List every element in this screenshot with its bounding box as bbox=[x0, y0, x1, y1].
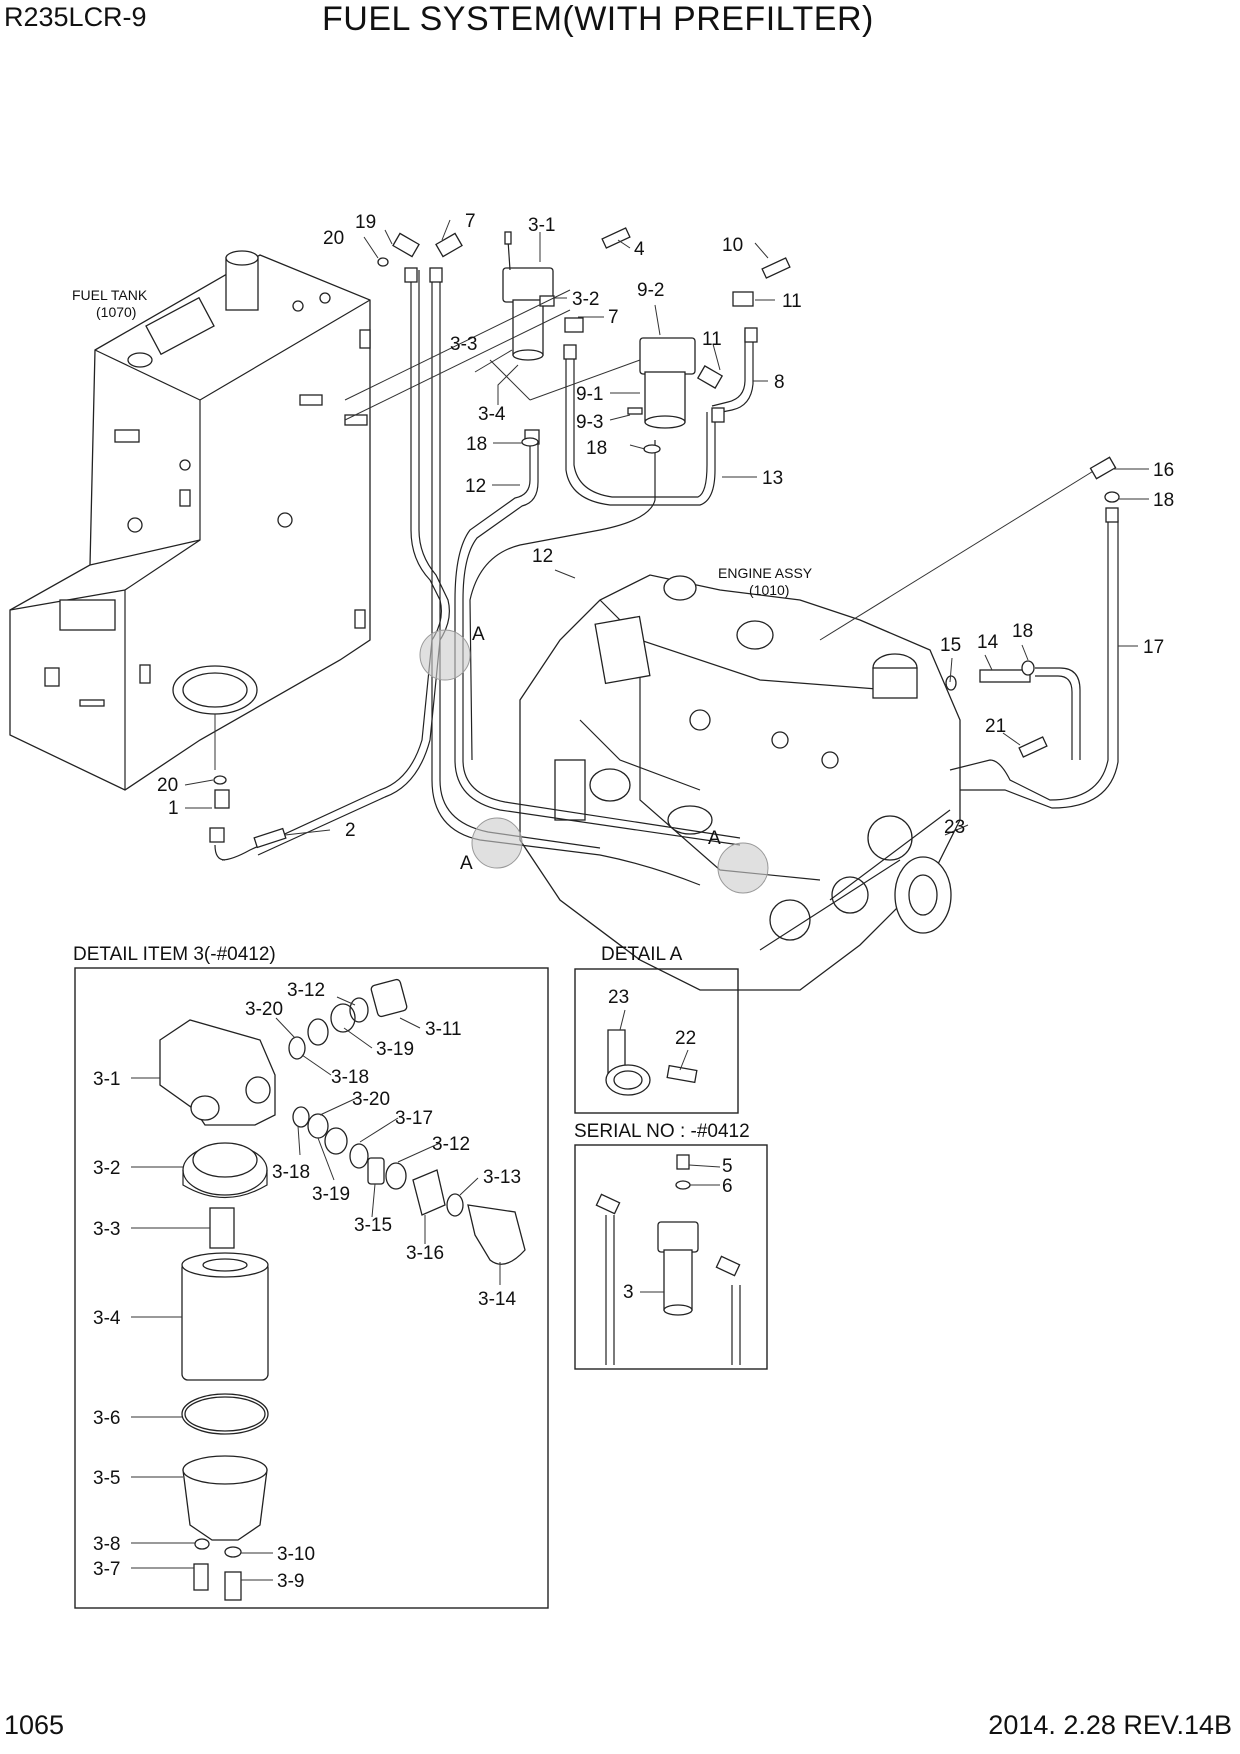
detail-a-title: DETAIL A bbox=[601, 944, 683, 965]
callout-1: 1 bbox=[168, 798, 179, 819]
callout-11a: 11 bbox=[782, 291, 802, 312]
d3-callout-3-19b: 3-19 bbox=[312, 1184, 350, 1205]
callout-7b: 7 bbox=[608, 307, 619, 328]
callout-14: 14 bbox=[977, 632, 999, 653]
d3-callout-3-18a: 3-18 bbox=[331, 1067, 369, 1088]
callout-19: 19 bbox=[355, 212, 376, 233]
d3-callout-3-20a: 3-20 bbox=[245, 999, 283, 1020]
callout-a1: A bbox=[472, 624, 485, 645]
d3-callout-3-4: 3-4 bbox=[93, 1308, 121, 1329]
callout-18b: 18 bbox=[586, 438, 607, 459]
d3-callout-3-5: 3-5 bbox=[93, 1468, 120, 1489]
callout-18d: 18 bbox=[1012, 621, 1033, 642]
fuel-tank: FUEL TANK (1070) bbox=[9, 250, 371, 791]
d3-callout-3-1: 3-1 bbox=[93, 1069, 120, 1090]
model-number: R235LCR-9 bbox=[4, 2, 147, 32]
serial-callout-5: 5 bbox=[722, 1156, 733, 1177]
callout-18a: 18 bbox=[466, 434, 487, 455]
fittings bbox=[209, 227, 1120, 861]
callout-9-3: 9-3 bbox=[576, 412, 603, 433]
callout-23: 23 bbox=[944, 817, 965, 838]
serial-detail-title: SERIAL NO : -#0412 bbox=[574, 1121, 750, 1142]
callout-3-4: 3-4 bbox=[478, 404, 506, 425]
callout-20b: 20 bbox=[157, 775, 178, 796]
d3-callout-3-14: 3-14 bbox=[478, 1289, 516, 1310]
fuel-tank-label: FUEL TANK bbox=[72, 287, 148, 303]
callout-9-2: 9-2 bbox=[637, 280, 664, 301]
d3-callout-3-8: 3-8 bbox=[93, 1534, 120, 1555]
d3-callout-3-13: 3-13 bbox=[483, 1167, 521, 1188]
fuel-filter bbox=[502, 231, 555, 361]
d3-callout-3-12b: 3-12 bbox=[432, 1134, 470, 1155]
callout-16: 16 bbox=[1153, 460, 1174, 481]
serial-detail-panel: SERIAL NO : -#0412 5 6 3 bbox=[574, 1121, 768, 1370]
revision-date: 2014. 2.28 REV.14B bbox=[988, 1710, 1232, 1740]
callout-21: 21 bbox=[985, 716, 1006, 737]
d3-callout-3-17: 3-17 bbox=[395, 1108, 433, 1129]
callout-3-2: 3-2 bbox=[572, 289, 599, 310]
callout-12a: 12 bbox=[465, 476, 486, 497]
d3-callout-3-11: 3-11 bbox=[425, 1019, 462, 1040]
d3-callout-3-12a: 3-12 bbox=[287, 980, 325, 1001]
callout-15: 15 bbox=[940, 635, 961, 656]
callout-3-1: 3-1 bbox=[528, 215, 555, 236]
callout-a3: A bbox=[708, 828, 721, 849]
d3-callout-3-6: 3-6 bbox=[93, 1408, 120, 1429]
callout-8: 8 bbox=[774, 372, 785, 393]
callout-17: 17 bbox=[1143, 637, 1164, 658]
detail-item-3-title: DETAIL ITEM 3(-#0412) bbox=[73, 944, 276, 965]
callout-3-3: 3-3 bbox=[450, 334, 477, 355]
callout-7a: 7 bbox=[465, 211, 476, 232]
d3-callout-3-3: 3-3 bbox=[93, 1219, 120, 1240]
serial-callout-6: 6 bbox=[722, 1176, 733, 1197]
engine-assembly: ENGINE ASSY (1010) bbox=[519, 565, 961, 991]
d3-callout-3-7: 3-7 bbox=[93, 1559, 120, 1580]
page-number: 1065 bbox=[4, 1710, 65, 1740]
callout-2: 2 bbox=[345, 820, 356, 841]
d3-callout-3-9: 3-9 bbox=[277, 1571, 304, 1592]
d3-callout-3-10: 3-10 bbox=[277, 1544, 315, 1565]
engine-label: ENGINE ASSY bbox=[718, 565, 813, 581]
prefilter bbox=[627, 337, 696, 429]
d3-callout-3-19a: 3-19 bbox=[376, 1039, 414, 1060]
detail-a-callout-22: 22 bbox=[675, 1028, 696, 1049]
detail-a-panel: DETAIL A 23 22 bbox=[574, 944, 739, 1114]
detail-a-markers bbox=[419, 629, 769, 894]
main-callouts: 1 2 3-1 3-2 3-3 3-4 4 7 7 8 9-1 9-2 9-3 … bbox=[157, 211, 1174, 874]
detail-a-callout-23: 23 bbox=[608, 987, 629, 1008]
callout-10: 10 bbox=[722, 235, 743, 256]
serial-callout-3: 3 bbox=[623, 1282, 634, 1303]
engine-ref: (1010) bbox=[749, 582, 789, 598]
d3-callout-3-20b: 3-20 bbox=[352, 1089, 390, 1110]
d3-callout-3-18b: 3-18 bbox=[272, 1162, 310, 1183]
callout-18c: 18 bbox=[1153, 490, 1174, 511]
d3-callout-3-2: 3-2 bbox=[93, 1158, 120, 1179]
page-title: FUEL SYSTEM(WITH PREFILTER) bbox=[322, 0, 874, 38]
callout-13: 13 bbox=[762, 468, 783, 489]
callout-9-1: 9-1 bbox=[576, 384, 603, 405]
callout-12b: 12 bbox=[532, 546, 553, 567]
callout-11b: 11 bbox=[702, 329, 722, 350]
d3-callout-3-16: 3-16 bbox=[406, 1243, 444, 1264]
detail-item-3-panel: DETAIL ITEM 3(-#0412) bbox=[73, 944, 549, 1609]
callout-a2: A bbox=[460, 853, 473, 874]
fuel-tank-ref: (1070) bbox=[96, 304, 136, 320]
d3-callout-3-15: 3-15 bbox=[354, 1215, 392, 1236]
callout-leaders bbox=[184, 219, 1149, 836]
callout-4: 4 bbox=[634, 239, 645, 260]
callout-20a: 20 bbox=[323, 228, 344, 249]
